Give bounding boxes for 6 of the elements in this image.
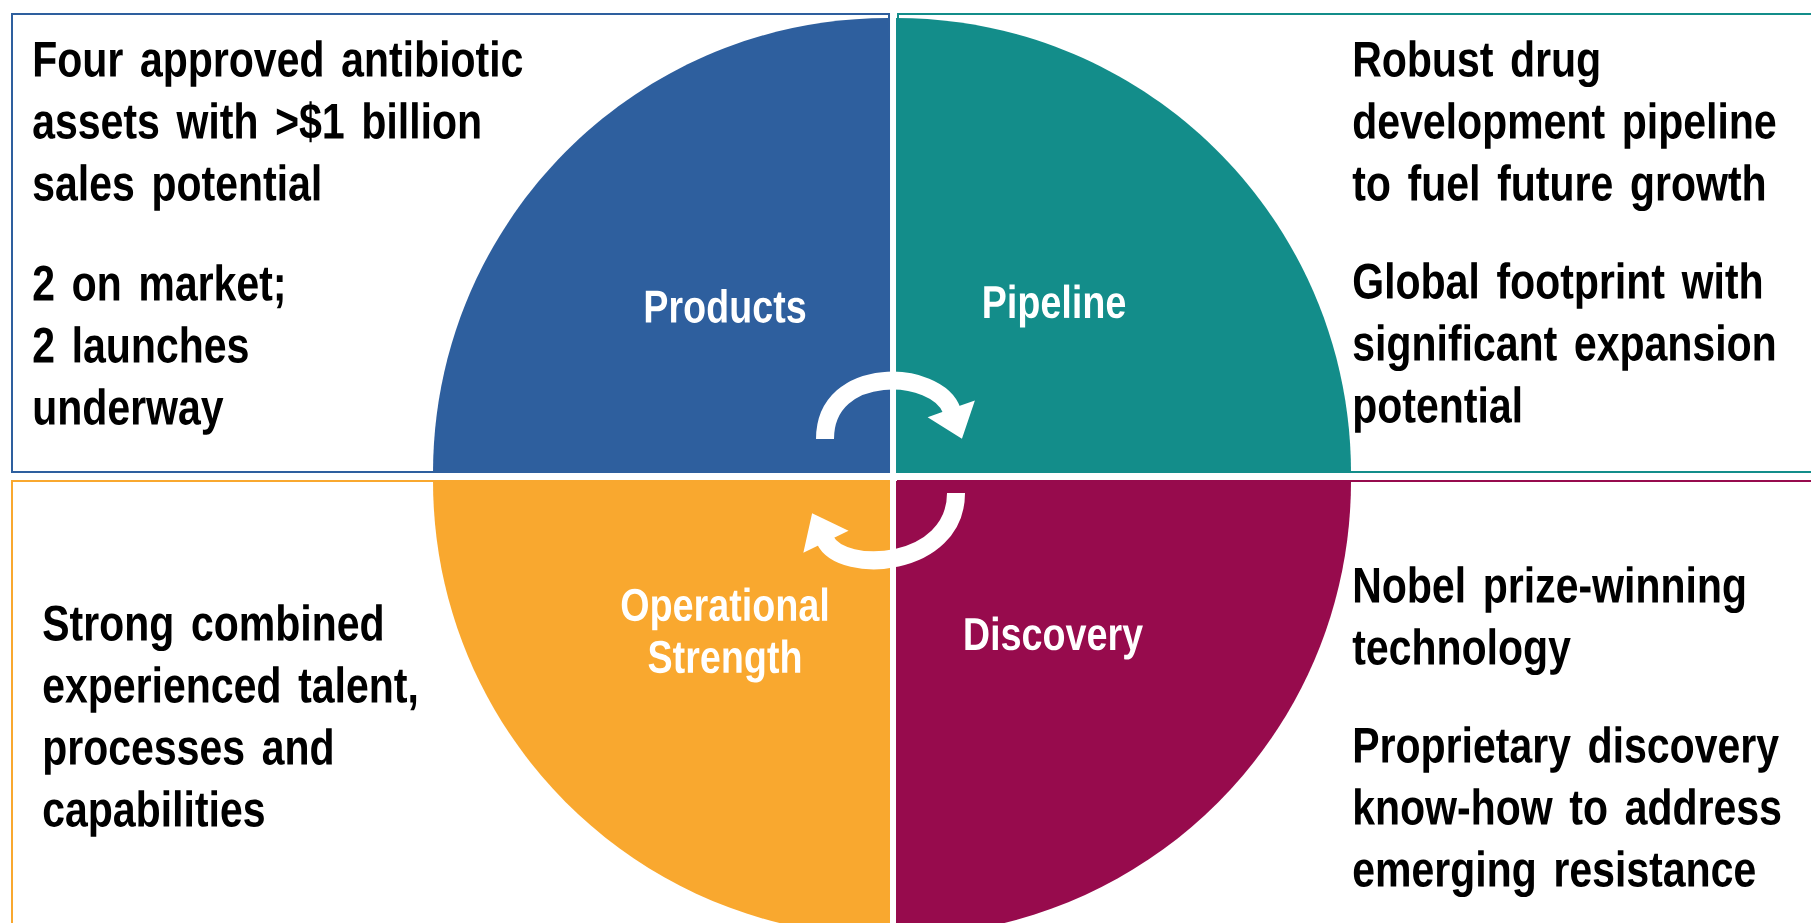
body-text: Proprietary discovery know-how to address emerging resistance xyxy=(1353,726,1781,898)
body-text: 2 on market; 2 launches underway xyxy=(33,264,283,435)
body-text: Nobel prize-winning technology xyxy=(1352,566,1745,676)
body-text: Robust drug development pipeline to fuel future growth xyxy=(1352,40,1776,211)
body-text: Global footprint with significant expansion potential xyxy=(1353,262,1775,433)
body-text: Strong combined experienced talent, processes and capabilities xyxy=(43,604,417,837)
